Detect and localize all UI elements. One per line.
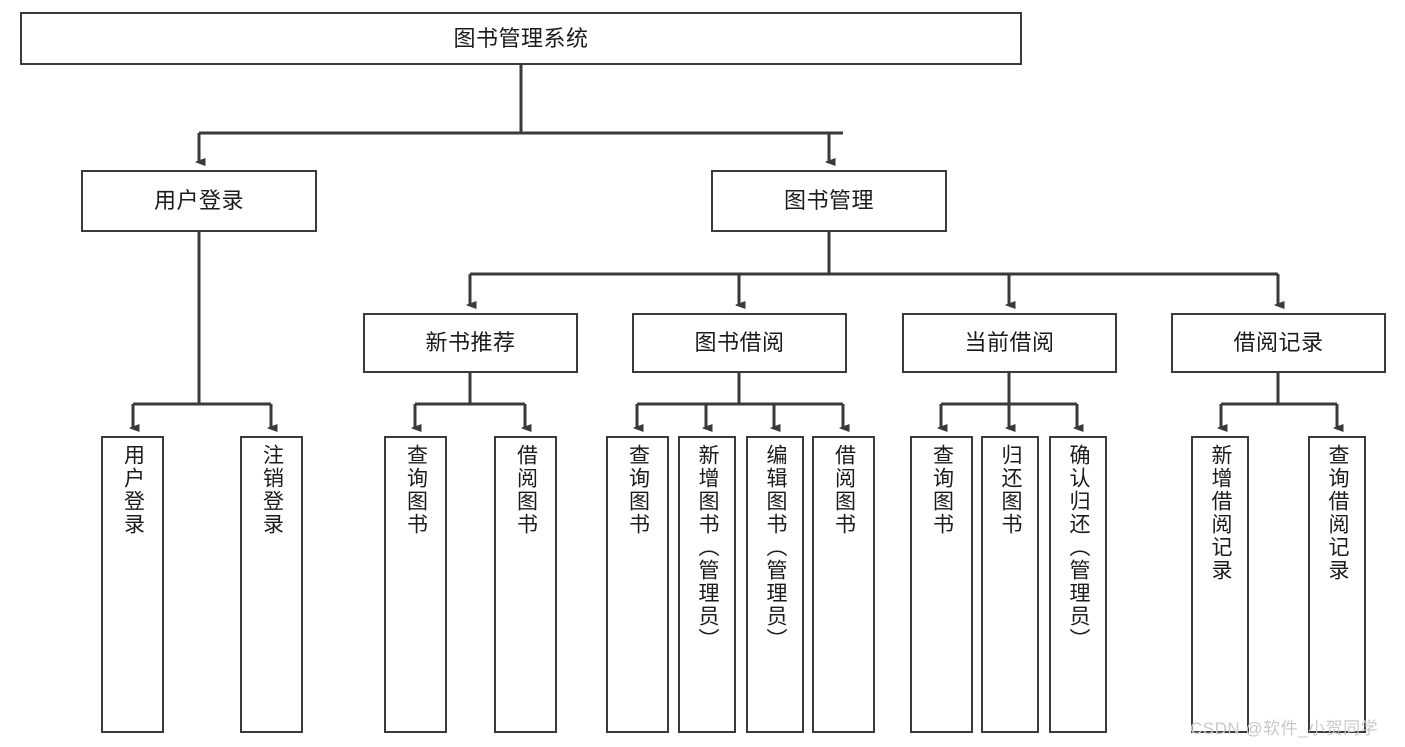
leaf-user-login-label: 用户登录 [121,444,145,536]
node-user-login[interactable]: 用户登录 [81,170,317,232]
leaf-borrow-book-2[interactable]: 借阅图书 [812,436,875,733]
leaf-add-book-label: 新增图书（管理员） [696,444,720,651]
leaf-borrow-book-1[interactable]: 借阅图书 [494,436,557,733]
watermark: CSDN @软件_小贺同学 [1190,719,1379,738]
leaf-borrow-book-1-label: 借阅图书 [514,444,538,536]
leaf-query-book-1[interactable]: 查询图书 [384,436,447,733]
node-current-borrow[interactable]: 当前借阅 [902,313,1117,373]
leaf-query-book-2-label: 查询图书 [626,444,650,536]
leaf-add-record[interactable]: 新增借阅记录 [1191,436,1249,733]
leaf-confirm-return[interactable]: 确认归还（管理员） [1049,436,1107,733]
leaf-query-book-2[interactable]: 查询图书 [606,436,669,733]
leaf-return-book-label: 归还图书 [999,444,1023,536]
leaf-logout-label: 注销登录 [260,444,284,536]
node-current-borrow-label: 当前借阅 [964,330,1055,356]
leaf-return-book[interactable]: 归还图书 [981,436,1039,733]
leaf-user-login[interactable]: 用户登录 [101,436,164,733]
leaf-confirm-return-label: 确认归还（管理员） [1067,444,1091,651]
leaf-edit-book[interactable]: 编辑图书（管理员） [746,436,804,733]
leaf-add-book[interactable]: 新增图书（管理员） [678,436,736,733]
leaf-query-book-3-label: 查询图书 [930,444,954,536]
node-user-login-label: 用户登录 [153,188,244,214]
node-borrow-record[interactable]: 借阅记录 [1171,313,1386,373]
node-book-manage[interactable]: 图书管理 [711,170,947,232]
node-root-label: 图书管理系统 [453,25,589,51]
leaf-add-record-label: 新增借阅记录 [1209,444,1233,582]
leaf-query-record-label: 查询借阅记录 [1326,444,1350,582]
leaf-logout[interactable]: 注销登录 [240,436,303,733]
leaf-borrow-book-2-label: 借阅图书 [832,444,856,536]
node-book-borrow-label: 图书借阅 [694,330,785,356]
leaf-query-book-3[interactable]: 查询图书 [910,436,973,733]
node-root[interactable]: 图书管理系统 [20,12,1022,65]
leaf-edit-book-label: 编辑图书（管理员） [764,444,788,651]
node-new-book-recommend-label: 新书推荐 [425,330,516,356]
node-borrow-record-label: 借阅记录 [1233,330,1324,356]
node-book-borrow[interactable]: 图书借阅 [632,313,847,373]
leaf-query-book-1-label: 查询图书 [404,444,428,536]
leaf-query-record[interactable]: 查询借阅记录 [1308,436,1366,733]
node-book-manage-label: 图书管理 [783,188,874,214]
node-new-book-recommend[interactable]: 新书推荐 [363,313,578,373]
